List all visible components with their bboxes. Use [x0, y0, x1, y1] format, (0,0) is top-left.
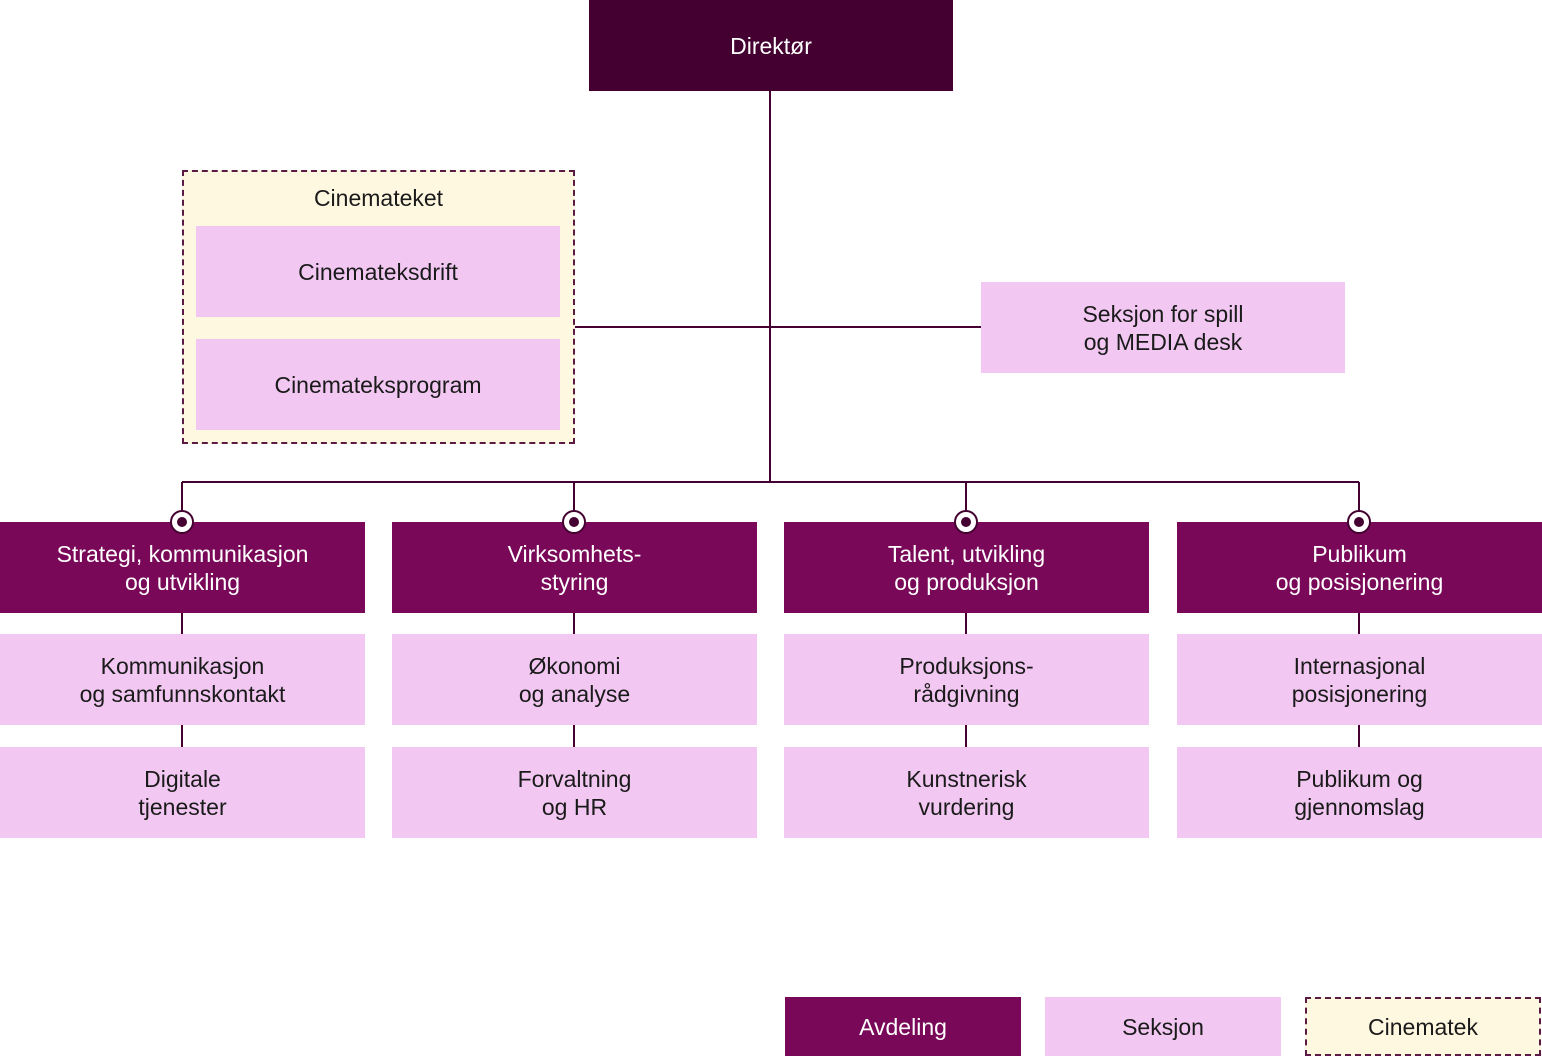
legend-section: Seksjon: [1045, 997, 1281, 1056]
connector-dot-icon: [562, 510, 586, 534]
department-label: Publikum og posisjonering: [1275, 540, 1444, 595]
section-box: Forvaltning og HR: [392, 747, 757, 838]
section-label: Internasjonal posisjonering: [1291, 652, 1428, 707]
section-box: Publikum og gjennomslag: [1177, 747, 1542, 838]
section-label: Produksjons- rådgivning: [899, 652, 1034, 707]
connector-dot-icon: [954, 510, 978, 534]
section-box: Kommunikasjon og samfunnskontakt: [0, 634, 365, 725]
side-section-box: Seksjon for spill og MEDIA desk: [981, 282, 1345, 373]
section-label: Økonomi og analyse: [518, 652, 631, 707]
section-label: Kommunikasjon og samfunnskontakt: [79, 652, 286, 707]
director-box: Direktør: [589, 0, 953, 91]
legend-label: Avdeling: [859, 1013, 947, 1040]
department-label: Talent, utvikling og produksjon: [887, 540, 1046, 595]
section-box: Kunstnerisk vurdering: [784, 747, 1149, 838]
legend-department: Avdeling: [785, 997, 1021, 1056]
department-box: Virksomhets- styring: [392, 522, 757, 613]
section-label: Forvaltning og HR: [517, 765, 632, 820]
department-label: Strategi, kommunikasjon og utvikling: [56, 540, 309, 595]
department-box: Publikum og posisjonering: [1177, 522, 1542, 613]
director-label: Direktør: [730, 32, 812, 59]
section-label: Digitale tjenester: [138, 765, 227, 820]
section-label: Cinemateksdrift: [298, 258, 458, 285]
cinemateket-section-drift: Cinemateksdrift: [196, 226, 560, 317]
connector-dot-icon: [170, 510, 194, 534]
section-box: Internasjonal posisjonering: [1177, 634, 1542, 725]
section-box: Økonomi og analyse: [392, 634, 757, 725]
department-label: Virksomhets- styring: [507, 540, 642, 595]
legend-label: Seksjon: [1122, 1013, 1204, 1040]
cinemateket-title: Cinemateket: [313, 185, 444, 211]
legend-cinematek: Cinematek: [1305, 997, 1541, 1056]
side-section-label: Seksjon for spill og MEDIA desk: [1082, 300, 1244, 355]
section-box: Produksjons- rådgivning: [784, 634, 1149, 725]
section-label: Kunstnerisk vurdering: [906, 765, 1027, 820]
section-label: Publikum og gjennomslag: [1294, 765, 1425, 820]
cinemateket-section-program: Cinemateksprogram: [196, 339, 560, 430]
section-box: Digitale tjenester: [0, 747, 365, 838]
connector-dot-icon: [1347, 510, 1371, 534]
section-label: Cinemateksprogram: [274, 371, 482, 398]
department-box: Strategi, kommunikasjon og utvikling: [0, 522, 365, 613]
department-box: Talent, utvikling og produksjon: [784, 522, 1149, 613]
legend-label: Cinematek: [1368, 1013, 1478, 1040]
